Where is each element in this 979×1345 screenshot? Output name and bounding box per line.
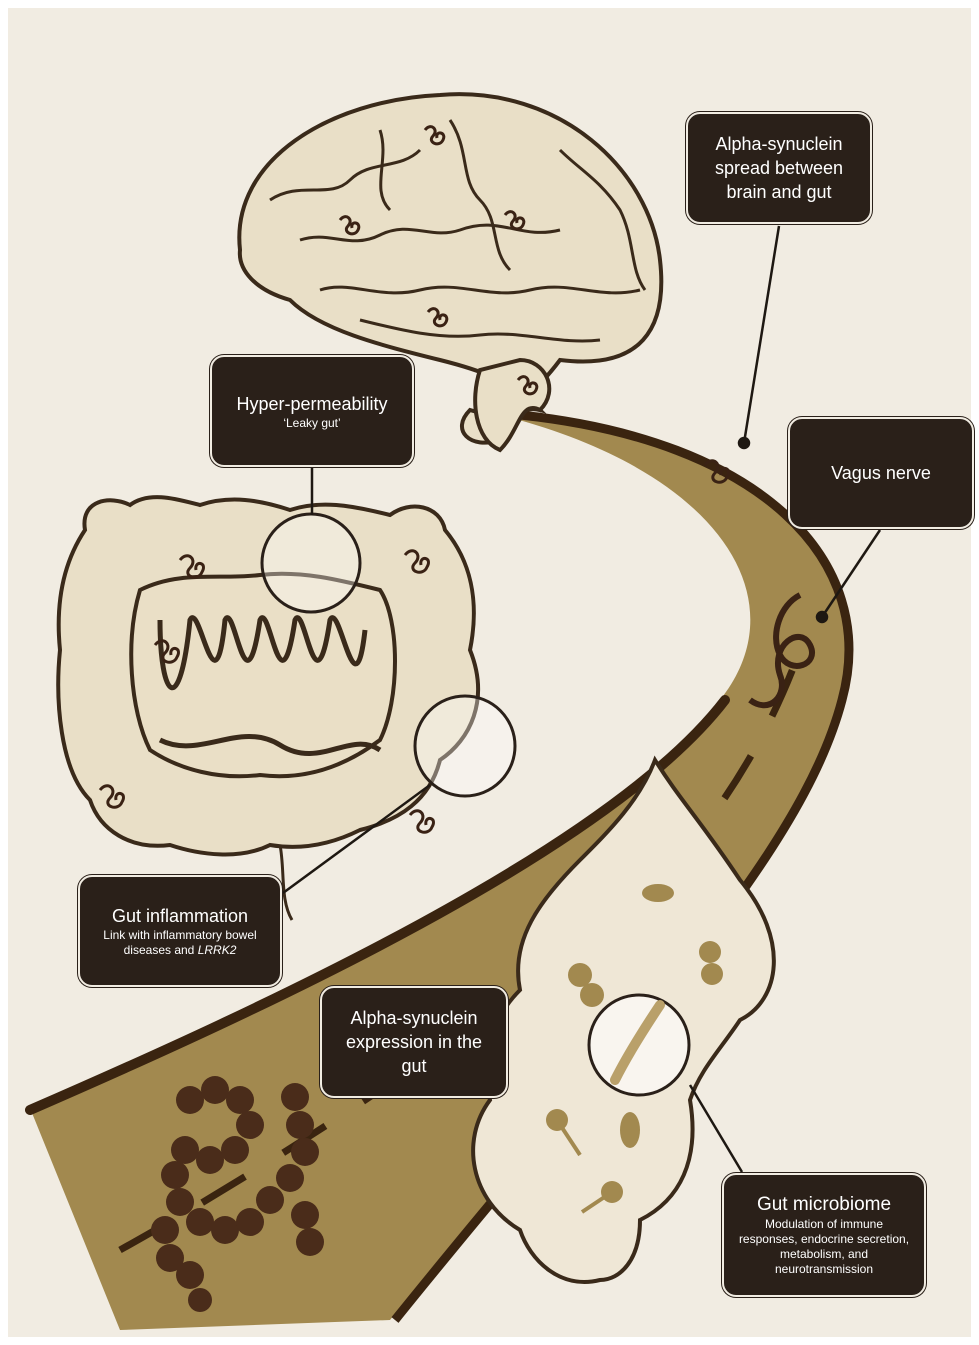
label-inflammation-title: Gut inflammation <box>112 904 248 928</box>
label-hyper-subtitle: ‘Leaky gut’ <box>283 416 340 431</box>
label-microbiome-title: Gut microbiome <box>757 1193 891 1217</box>
label-gut-microbiome: Gut microbiome Modulation of immune resp… <box>722 1173 926 1297</box>
label-hyper-title: Hyper-permeability <box>236 392 387 416</box>
label-expression-title: Alpha-synuclein expression in the gut <box>332 1006 496 1078</box>
label-microbiome-subtitle: Modulation of immune responses, endocrin… <box>734 1217 914 1277</box>
label-gut-inflammation: Gut inflammation Link with inflammatory … <box>78 875 282 987</box>
label-hyper-permeability: Hyper-permeability ‘Leaky gut’ <box>210 355 414 467</box>
label-vagus-nerve: Vagus nerve <box>788 417 974 529</box>
label-spread: Alpha-synuclein spread between brain and… <box>686 112 872 224</box>
label-synuclein-expression: Alpha-synuclein expression in the gut <box>320 986 508 1098</box>
label-vagus-title: Vagus nerve <box>831 461 931 485</box>
label-inflammation-gene: LRRK2 <box>198 943 237 957</box>
label-inflammation-subtitle: Link with inflammatory bowel diseases an… <box>90 928 270 958</box>
label-spread-title: Alpha-synuclein spread between brain and… <box>698 132 860 204</box>
